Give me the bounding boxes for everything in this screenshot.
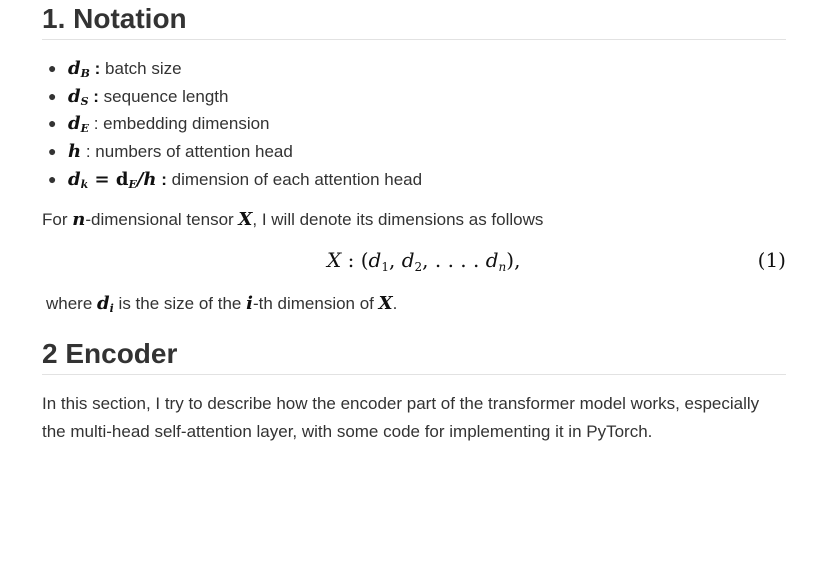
list-item: ● dB : batch size xyxy=(48,55,422,83)
math-symbol: dS xyxy=(68,85,89,108)
equation-expression: X : (d1, d2, . . . . dn), xyxy=(327,248,521,274)
math-i: i xyxy=(246,293,253,314)
bullet-icon: ● xyxy=(48,115,57,132)
notation-heading: 1. Notation xyxy=(42,0,786,40)
list-item: ● dS : sequence length xyxy=(48,83,422,111)
intro-paragraph: For n-dimensional tensor X, I will denot… xyxy=(42,209,544,230)
colon: : xyxy=(93,114,99,134)
math-n: n xyxy=(72,209,86,230)
math-x: X xyxy=(238,209,253,230)
math-d-i: di xyxy=(97,293,114,315)
math-symbol: dk = dE/h xyxy=(68,168,157,191)
math-x: X xyxy=(378,293,393,314)
equation-number: (1) xyxy=(757,248,786,272)
definition-text: batch size xyxy=(100,59,182,78)
colon: : xyxy=(94,59,101,78)
colon: : xyxy=(161,169,167,189)
bullet-icon: ● xyxy=(48,87,57,104)
encoder-heading: 2 Encoder xyxy=(42,335,786,375)
encoder-paragraph: In this section, I try to describe how t… xyxy=(42,394,760,441)
bullet-icon: ● xyxy=(48,60,57,76)
list-item: ● dk = dE/h : dimension of each attentio… xyxy=(48,166,423,194)
bullet-icon: ● xyxy=(48,143,57,160)
where-paragraph: where di is the size of the i-th dimensi… xyxy=(46,293,398,315)
bullet-icon: ● xyxy=(48,170,57,187)
definition-text: sequence length xyxy=(98,86,229,106)
list-item: ● h : numbers of attention head xyxy=(48,138,422,166)
definition-text: dimension of each attention head xyxy=(166,169,423,189)
definition-text: embedding dimension xyxy=(98,114,270,134)
colon: : xyxy=(85,142,91,162)
definition-text: numbers of attention head xyxy=(90,142,293,162)
colon: : xyxy=(93,86,99,106)
math-symbol: dB xyxy=(68,58,90,80)
equation-block: X : (d1, d2, . . . . dn), (1) xyxy=(42,248,786,278)
definitions-list: ● dB : batch size ● dS : sequence length… xyxy=(42,55,422,193)
math-symbol: h xyxy=(68,141,82,163)
math-symbol: dE xyxy=(68,113,89,136)
list-item: ● dE : embedding dimension xyxy=(48,110,422,138)
